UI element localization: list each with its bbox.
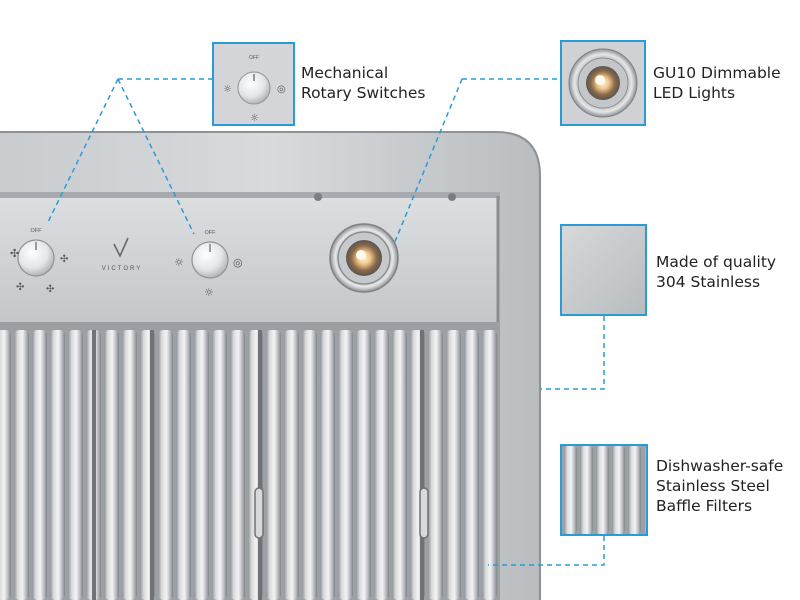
baffle-strip [596,446,609,534]
baffle-filter-thumbnail [560,444,648,536]
filter-handle [419,487,429,539]
baffle-strip [580,446,593,534]
baffle-strip [284,330,299,600]
filter-seam [150,330,154,600]
stainless-steel-thumbnail [560,224,647,316]
switches-callout: Mechanical Rotary Switches [301,64,426,102]
fan-icon: ✣ [10,247,19,260]
baffle-strip [50,330,65,600]
fan-icon: ✣ [46,284,54,295]
svg-text:☼: ☼ [250,113,259,124]
baffle-strip [628,446,641,534]
light-icon: ☼ [174,256,184,269]
baffle-strip [644,446,646,534]
baffle-strip [374,330,389,600]
baffle-strip [230,330,245,600]
baffle-strip [14,330,29,600]
baffle-strip [338,330,353,600]
baffle-strip [0,330,11,600]
baffle-strip [428,330,443,600]
baffle-strip [612,446,625,534]
baffle-strip [446,330,461,600]
baffle-strip [68,330,83,600]
baffle-strip [194,330,209,600]
svg-text:VICTORY: VICTORY [102,266,142,272]
filter-seam [258,330,262,600]
svg-text:◎: ◎ [277,84,286,95]
baffle-strip [104,330,119,600]
light-icon: ☼ [204,286,214,299]
light-icon: ◎ [233,256,243,269]
baffle-strip [302,330,317,600]
baffle-strip [356,330,371,600]
baffle-strip [464,330,479,600]
material-callout: Made of quality 304 Stainless [656,253,777,291]
baffle-strip [176,330,191,600]
svg-text:OFF: OFF [205,230,217,236]
baffle-strip [392,330,407,600]
filters-callout: Dishwasher-safe Stainless Steel Baffle F… [656,457,784,515]
baffle-strip [266,330,281,600]
lights-callout: GU10 Dimmable LED Lights [653,64,781,102]
filter-seam [92,330,96,600]
baffle-strip [32,330,47,600]
control-panel [0,196,498,324]
svg-text:☼: ☼ [223,84,232,95]
light-control-knob: OFF ☼ ☼ ◎ [174,230,243,299]
led-light-icon [329,223,399,293]
baffle-strip [482,330,497,600]
baffle-filters [0,330,500,600]
callout-leaders [47,78,605,566]
rotary-switch-thumbnail: OFF ☼ ☼ ◎ [212,42,295,126]
baffle-strip [320,330,335,600]
svg-text:OFF: OFF [249,55,259,61]
baffle-strip [158,330,173,600]
filter-seam [420,330,424,600]
fan-speed-knob: OFF ✣ ✣ ✣ ✣ [10,228,68,295]
fan-icon: ✣ [16,282,24,293]
victory-logo-icon: VICTORY [102,237,142,272]
led-light-thumbnail [560,40,646,126]
baffle-strip [564,446,577,534]
baffle-strip [212,330,227,600]
filter-handle [254,487,264,539]
fan-icon: ✣ [60,254,68,265]
svg-text:OFF: OFF [31,228,43,234]
baffle-strip [122,330,137,600]
